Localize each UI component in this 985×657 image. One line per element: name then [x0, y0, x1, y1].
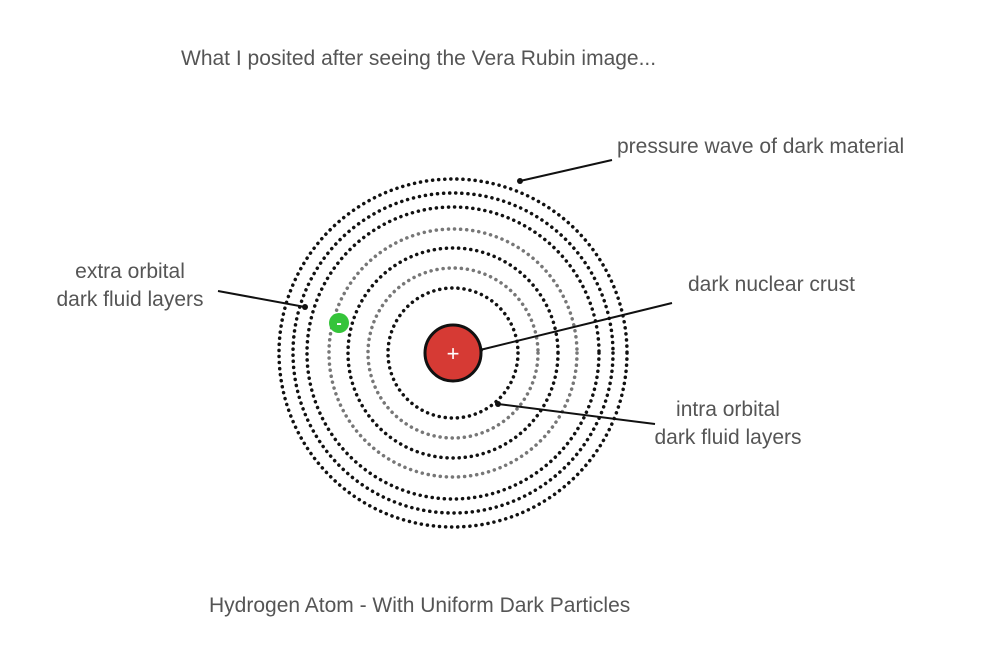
leader-lines [217, 159, 673, 425]
extra-orbital-label-line2: dark fluid layers [56, 288, 204, 311]
electron: - [329, 313, 349, 333]
extra-orbital-leader-line [217, 290, 306, 308]
orbital-rings [277, 177, 629, 529]
nucleus-plus-symbol: + [447, 341, 460, 366]
intra-orbital-leader-dot [495, 401, 501, 407]
extra-orbital-ring-inner [305, 205, 601, 501]
footer-caption: Hydrogen Atom - With Uniform Dark Partic… [209, 594, 631, 617]
intra-orbital-label-line2: dark fluid layers [654, 426, 802, 449]
nuclear-crust-label: dark nuclear crust [688, 273, 855, 296]
nucleus: + [423, 323, 483, 383]
extra-orbital-label-line1: extra orbital [75, 260, 185, 283]
intra-orbital-gray-ring-inner [366, 266, 540, 440]
extra-orbital-label: extra orbital dark fluid layers [40, 258, 220, 314]
outer-pressure-wave-ring [277, 177, 629, 529]
pressure-wave-label: pressure wave of dark material [617, 135, 905, 158]
electron-orbit-ring [346, 246, 560, 460]
extra-orbital-ring-outer [291, 191, 615, 515]
intra-orbital-label: intra orbital dark fluid layers [638, 396, 818, 452]
intra-orbital-gray-ring-outer [327, 227, 579, 479]
nuclear-crust-leader-line [479, 302, 673, 351]
header-caption: What I posited after seeing the Vera Rub… [181, 47, 657, 70]
pressure-wave-leader-line [519, 159, 613, 182]
pressure-wave-leader-dot [517, 178, 523, 184]
nucleus-circle [423, 323, 483, 383]
extra-orbital-leader-dot [302, 304, 308, 310]
intra-orbital-leader-line [497, 403, 656, 425]
intra-orbital-ring-inner [386, 286, 520, 420]
intra-orbital-label-line1: intra orbital [676, 398, 780, 421]
electron-circle [329, 313, 349, 333]
electron-minus-symbol: - [336, 315, 341, 332]
